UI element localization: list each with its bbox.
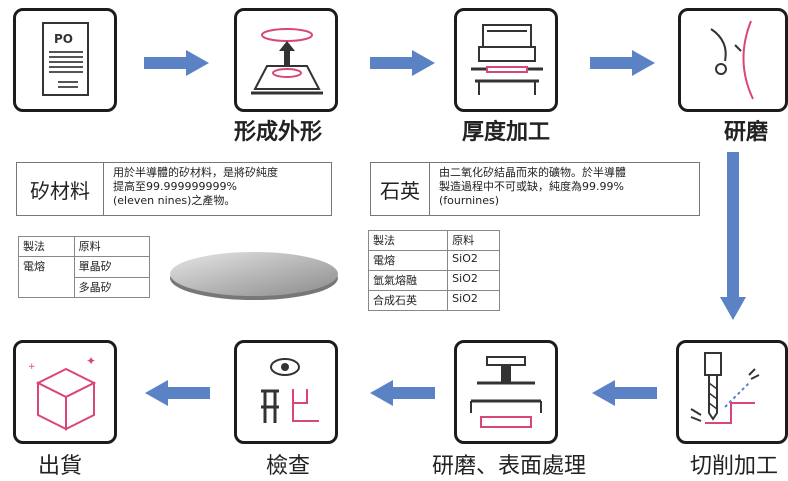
silicon-description: 用於半導體的矽材料，是將矽純度 提高至99.999999999% (eleven… (113, 166, 278, 208)
polishing-step-box (454, 340, 558, 444)
table-row: 電熔 SiO2 (367, 250, 500, 271)
quartz-term: 石英 (371, 163, 430, 215)
arrow-left-2 (370, 380, 435, 410)
cutting-label: 切削加工 (690, 454, 779, 479)
thickness-step-box (454, 8, 558, 112)
inspection-eye-icon (261, 358, 319, 423)
shaping-step-box (234, 8, 338, 112)
silicon-desc-line: 提高至99.999999999% (113, 180, 237, 193)
arrow-right-1 (144, 50, 209, 80)
svg-text:✦: ✦ (86, 354, 96, 368)
silicon-term: 矽材料 (17, 163, 104, 215)
shipping-label: 出貨 (38, 454, 83, 479)
table-cell: 單晶矽 (73, 256, 151, 278)
table-cell: SiO2 (447, 250, 500, 271)
grinding-tool-icon (710, 20, 754, 100)
table-header-row: 製法 原料 (18, 236, 151, 257)
quartz-desc-line: 由二氧化矽結晶而來的礦物。於半導體 (439, 166, 626, 179)
table-row: 電熔 單晶矽 (18, 256, 151, 298)
silicon-wafer-image (168, 248, 340, 306)
table-row: 氫氣熔融 SiO2 (367, 270, 500, 291)
table-cell: SiO2 (447, 270, 500, 291)
cutting-step-box (676, 340, 788, 444)
grinding-step-box (678, 8, 788, 112)
polishing-machine-icon (470, 356, 542, 428)
table-cell: 合成石英 (367, 290, 449, 311)
quartz-desc-line: 製造過程中不可或缺，純度為99.99% (439, 180, 624, 193)
table-header-cell: 製法 (18, 236, 75, 257)
table-cell: 多晶矽 (73, 276, 151, 298)
table-cell: 電熔 (367, 250, 449, 271)
shaping-label: 形成外形 (234, 120, 323, 145)
table-cell: 電熔 (18, 256, 75, 298)
svg-text:+: + (28, 362, 36, 372)
thickness-press-icon (471, 24, 543, 95)
table-header-cell: 原料 (73, 236, 151, 257)
arrow-left-3 (592, 380, 657, 410)
silicon-desc-line: (eleven nines)之產物。 (113, 194, 236, 207)
shipping-step-box: ✦ + (13, 340, 117, 444)
table-header-cell: 原料 (447, 230, 500, 251)
table-cell: SiO2 (447, 290, 500, 311)
quartz-description: 由二氧化矽結晶而來的礦物。於半導體 製造過程中不可或缺，純度為99.99% (f… (439, 166, 626, 208)
table-cell: 氫氣熔融 (367, 270, 449, 291)
polishing-label: 研磨、表面處理 (432, 454, 587, 479)
arrow-left-1 (145, 380, 210, 410)
box-package-icon: ✦ + (28, 354, 97, 431)
grinding-label: 研磨 (724, 120, 769, 145)
inspection-label: 檢查 (266, 454, 311, 479)
cutting-drill-icon (690, 352, 760, 424)
table-header-row: 製法 原料 (367, 230, 500, 251)
silicon-method-table: 製法 原料 電熔 單晶矽 多晶矽 (18, 236, 151, 298)
arrow-right-3 (590, 50, 655, 80)
table-row: 合成石英 SiO2 (367, 290, 500, 311)
thickness-label: 厚度加工 (462, 120, 551, 145)
purchase-order-icon: PO (42, 22, 89, 96)
table-header-cell: 製法 (367, 230, 449, 251)
table-row: 多晶矽 (19, 276, 151, 298)
quartz-desc-line: (fournines) (439, 194, 499, 207)
silicon-info-box: 矽材料 用於半導體的矽材料，是將矽純度 提高至99.999999999% (el… (16, 162, 332, 216)
po-step-box: PO (13, 8, 117, 112)
arrow-down (720, 152, 746, 324)
shaping-machine-icon (251, 28, 323, 95)
po-doc-label: PO (54, 32, 73, 46)
quartz-info-box: 石英 由二氧化矽結晶而來的礦物。於半導體 製造過程中不可或缺，純度為99.99%… (370, 162, 700, 216)
quartz-method-table: 製法 原料 電熔 SiO2 氫氣熔融 SiO2 合成石英 SiO2 (367, 230, 500, 311)
inspection-step-box (234, 340, 338, 444)
silicon-desc-line: 用於半導體的矽材料，是將矽純度 (113, 166, 278, 179)
arrow-right-2 (370, 50, 435, 80)
